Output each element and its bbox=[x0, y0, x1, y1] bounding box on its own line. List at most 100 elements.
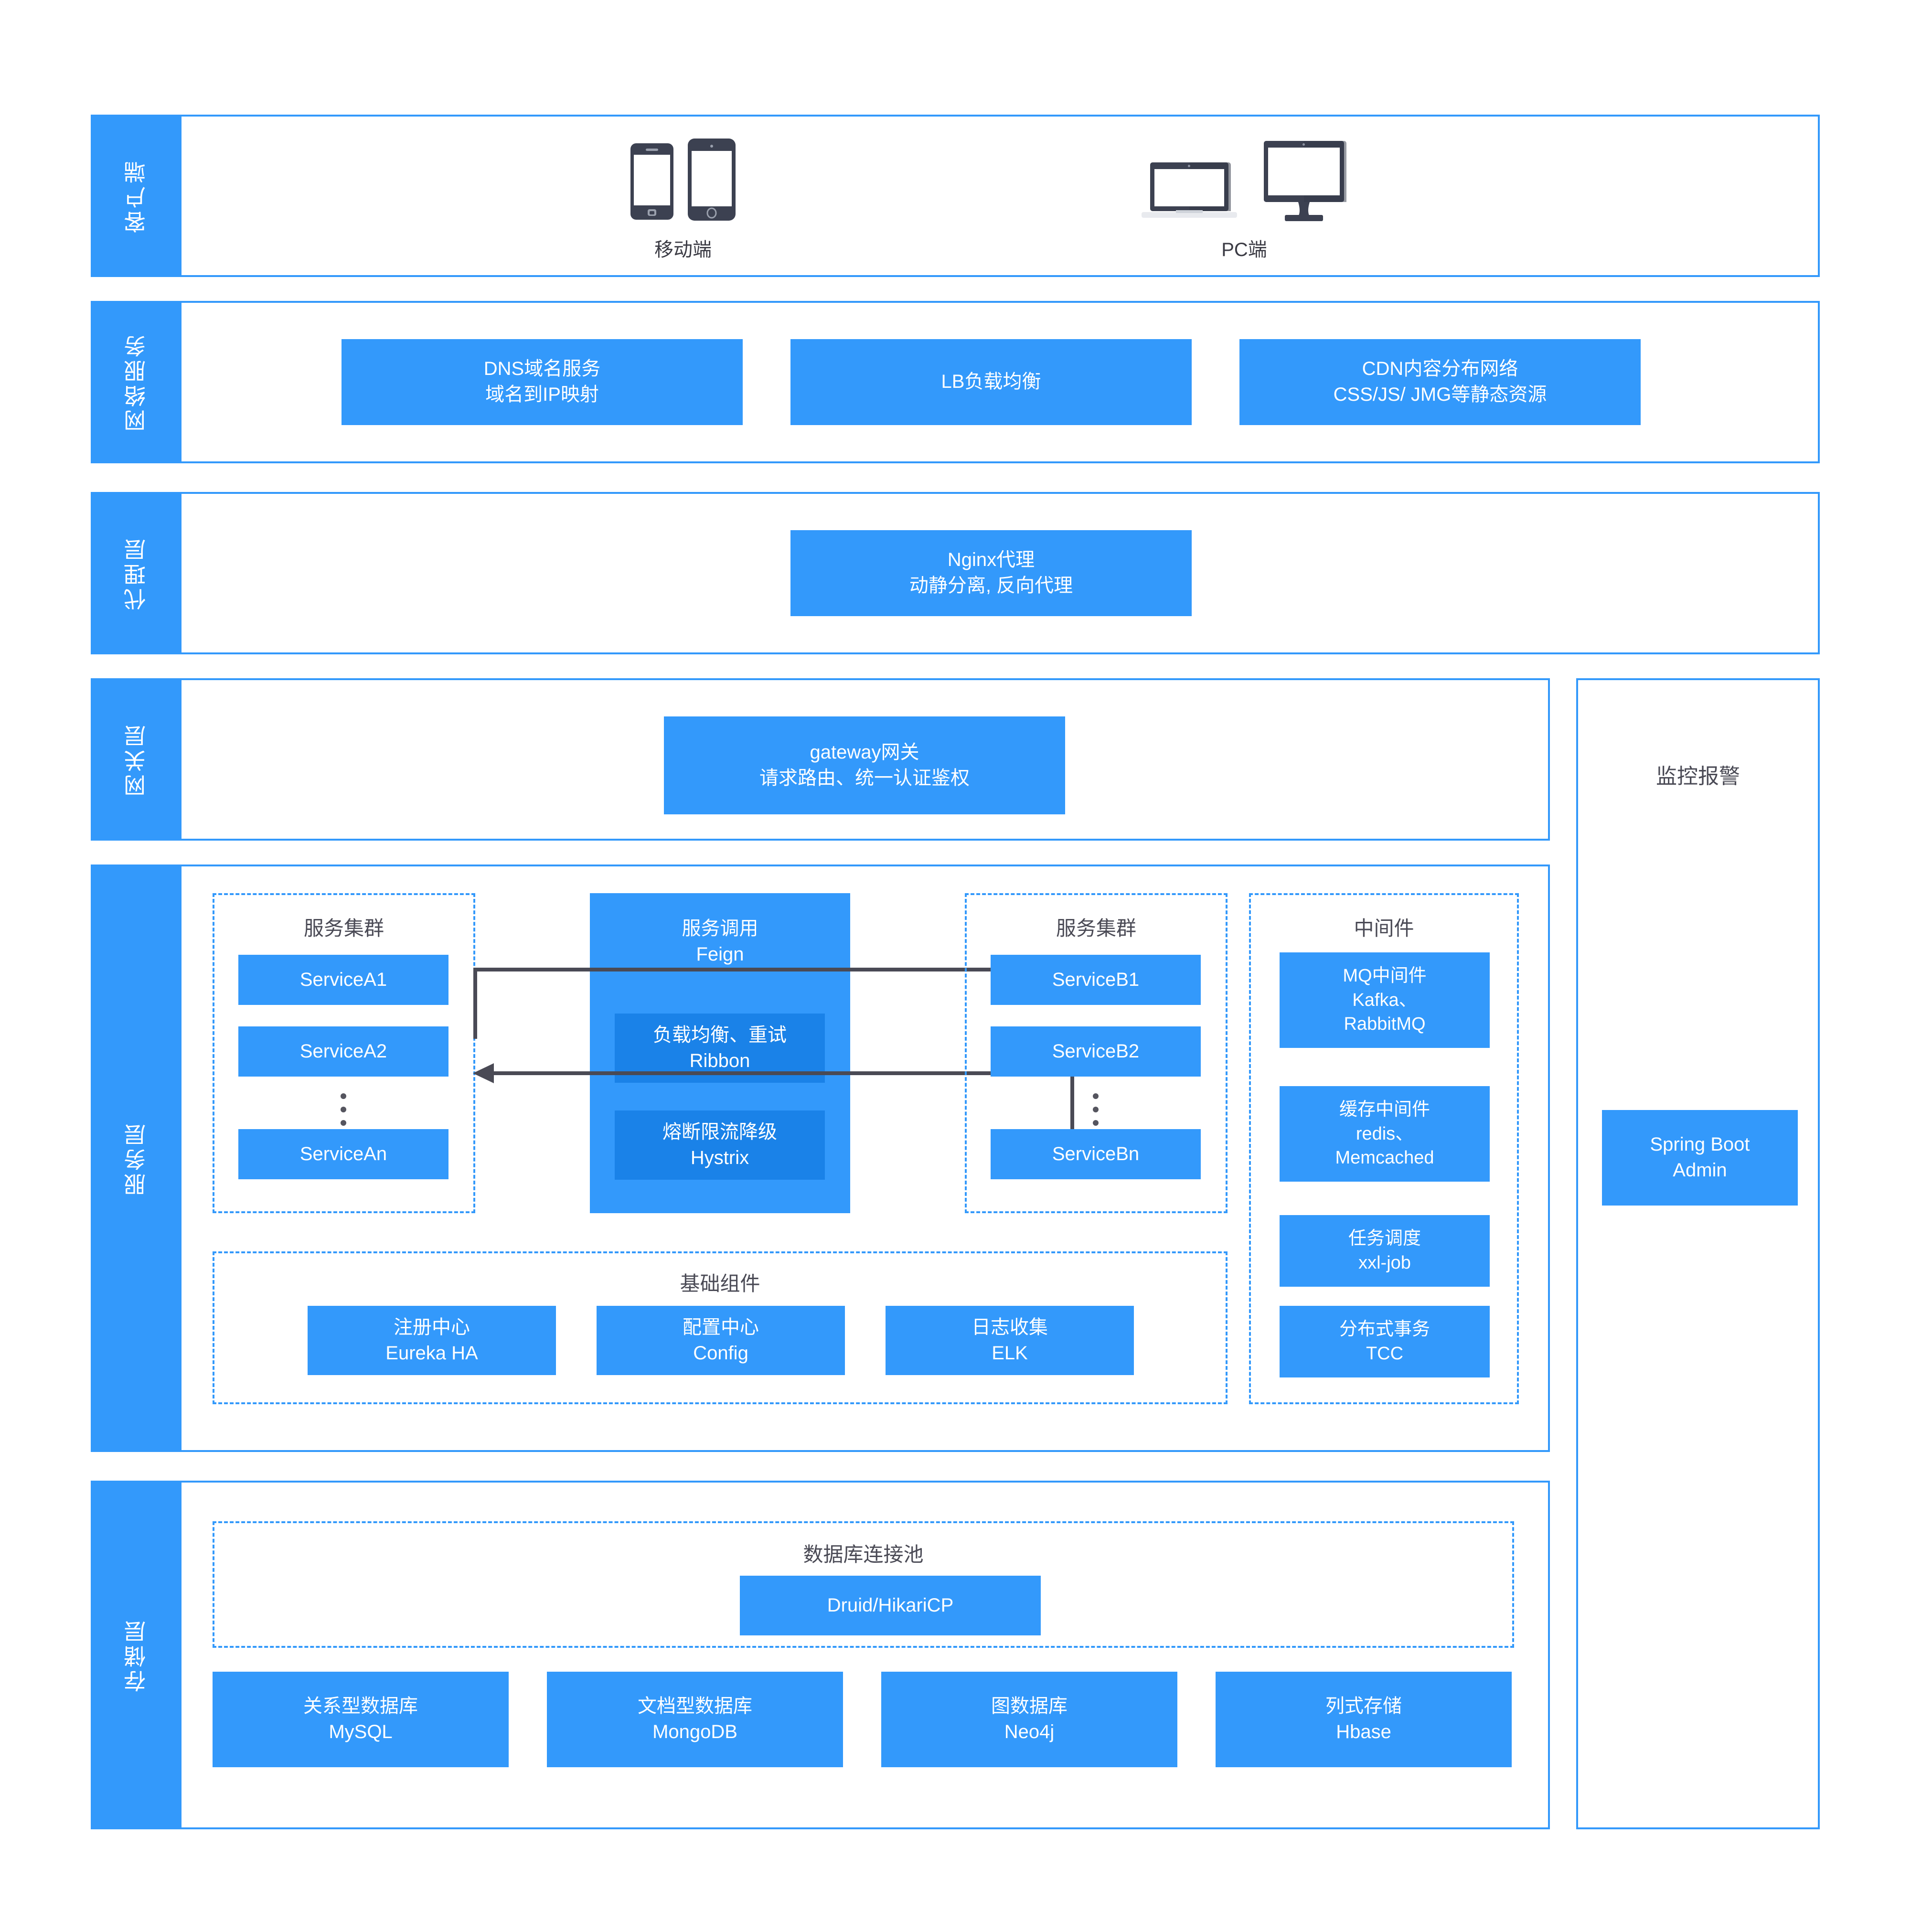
box-line: Memcached bbox=[1335, 1148, 1434, 1168]
device-label-pc: PC端 bbox=[1221, 239, 1267, 260]
layer-body-storage bbox=[181, 1481, 1550, 1829]
service-node-b2[interactable]: ServiceB2 bbox=[991, 1026, 1201, 1077]
box-line: CSS/JS/ JMG等静态资源 bbox=[1333, 384, 1547, 405]
layer-label-network: 网络服务 bbox=[91, 301, 181, 463]
service-call-hystrix[interactable]: 熔断限流降级 Hystrix bbox=[615, 1110, 825, 1180]
call-box-line: Feign bbox=[696, 943, 744, 965]
monitoring-panel: 监控报警 Spring Boot Admin bbox=[1576, 678, 1820, 1829]
box-line: redis、 bbox=[1356, 1123, 1414, 1144]
box-line: 请求路由、统一认证鉴权 bbox=[759, 767, 970, 789]
node-label: ServiceBn bbox=[1052, 1143, 1140, 1164]
laptop-icon bbox=[1142, 162, 1237, 221]
middleware-title: 中间件 bbox=[1354, 917, 1414, 939]
base-components-group: 基础组件 注册中心 Eureka HA 配置中心 Config 日志收集 ELK bbox=[213, 1251, 1228, 1404]
box-line: Hystrix bbox=[690, 1147, 749, 1168]
service-cluster-a: 服务集群 ServiceA1 ServiceA2 ServiceAn bbox=[213, 893, 475, 1213]
node-label: ServiceB2 bbox=[1052, 1040, 1140, 1062]
box-line: MySQL bbox=[329, 1721, 393, 1742]
layer-label-proxy: 代理层 bbox=[91, 492, 181, 654]
service-node-a2[interactable]: ServiceA2 bbox=[238, 1026, 448, 1077]
network-box-lb[interactable]: LB负载均衡 bbox=[790, 339, 1192, 425]
db-pool-box[interactable]: Druid/HikariCP bbox=[740, 1576, 1041, 1635]
base-component-registry[interactable]: 注册中心 Eureka HA bbox=[308, 1306, 556, 1375]
monitor-icon bbox=[1261, 141, 1347, 221]
box-line: 列式存储 bbox=[1325, 1696, 1402, 1717]
service-node-an[interactable]: ServiceAn bbox=[238, 1129, 448, 1179]
network-box-cdn[interactable]: CDN内容分布网络 CSS/JS/ JMG等静态资源 bbox=[1239, 339, 1641, 425]
layer-body-client bbox=[181, 115, 1820, 277]
service-node-bn[interactable]: ServiceBn bbox=[991, 1129, 1201, 1179]
service-node-b1[interactable]: ServiceB1 bbox=[991, 955, 1201, 1005]
middleware-box-mq[interactable]: MQ中间件 Kafka、 RabbitMQ bbox=[1280, 952, 1490, 1048]
monitoring-box-spring-boot-admin[interactable]: Spring Boot Admin bbox=[1602, 1110, 1798, 1206]
box-line: LB负载均衡 bbox=[941, 371, 1041, 393]
service-cluster-b: 服务集群 ServiceB1 ServiceB2 ServiceBn bbox=[965, 893, 1228, 1213]
tablet-icon bbox=[688, 139, 736, 221]
db-box-document[interactable]: 文档型数据库 MongoDB bbox=[547, 1672, 843, 1767]
box-line: 分布式事务 bbox=[1339, 1319, 1430, 1340]
box-line: 配置中心 bbox=[683, 1316, 759, 1338]
layer-proxy: 代理层 Nginx代理 动静分离, 反向代理 bbox=[91, 492, 1820, 654]
db-box-relational[interactable]: 关系型数据库 MySQL bbox=[213, 1672, 509, 1767]
box-line: Hbase bbox=[1336, 1721, 1391, 1742]
base-component-config[interactable]: 配置中心 Config bbox=[597, 1306, 845, 1375]
box-line: 文档型数据库 bbox=[638, 1696, 752, 1717]
call-box-line: 服务调用 bbox=[682, 918, 758, 939]
middleware-box-scheduler[interactable]: 任务调度 xxl-job bbox=[1280, 1215, 1490, 1287]
box-line: Spring Boot bbox=[1650, 1134, 1750, 1155]
node-label: ServiceA2 bbox=[299, 1040, 387, 1062]
box-line: MongoDB bbox=[652, 1721, 737, 1742]
service-node-a1[interactable]: ServiceA1 bbox=[238, 955, 448, 1005]
box-line: Ribbon bbox=[689, 1050, 750, 1071]
middleware-box-cache[interactable]: 缓存中间件 redis、 Memcached bbox=[1280, 1086, 1490, 1182]
phone-icon bbox=[630, 143, 673, 220]
layer-label-gateway: 网关层 bbox=[91, 678, 181, 841]
box-line: 负载均衡、重试 bbox=[653, 1024, 787, 1046]
middleware-box-transaction[interactable]: 分布式事务 TCC bbox=[1280, 1306, 1490, 1377]
node-label: ServiceAn bbox=[299, 1143, 387, 1164]
db-pool-title: 数据库连接池 bbox=[803, 1543, 924, 1566]
base-component-logging[interactable]: 日志收集 ELK bbox=[886, 1306, 1134, 1375]
ellipsis-icon bbox=[238, 1093, 448, 1126]
layer-label-client: 客户端 bbox=[91, 115, 181, 277]
box-line: Nginx代理 bbox=[947, 549, 1035, 571]
box-line: 域名到IP映射 bbox=[485, 384, 599, 405]
ellipsis-icon bbox=[991, 1093, 1201, 1126]
layer-label-service: 服务层 bbox=[91, 865, 181, 1452]
box-line: Config bbox=[693, 1342, 748, 1364]
cluster-b-title: 服务集群 bbox=[1056, 917, 1136, 939]
layer-storage: 存储层 数据库连接池 Druid/HikariCP 关系型数据库 MySQL 文… bbox=[91, 1481, 1550, 1829]
box-line: Kafka、 bbox=[1352, 990, 1417, 1010]
service-call-ribbon[interactable]: 负载均衡、重试 Ribbon bbox=[615, 1014, 825, 1083]
layer-client: 客户端 移动端 bbox=[91, 115, 1820, 277]
gateway-box[interactable]: gateway网关 请求路由、统一认证鉴权 bbox=[664, 716, 1065, 814]
box-line: Druid/HikariCP bbox=[827, 1594, 954, 1616]
layer-label-storage: 存储层 bbox=[91, 1481, 181, 1829]
layer-network: 网络服务 DNS域名服务 域名到IP映射 LB负载均衡 CDN内容分布网络 CS… bbox=[91, 301, 1820, 463]
device-label-mobile: 移动端 bbox=[654, 239, 712, 260]
db-box-graph[interactable]: 图数据库 Neo4j bbox=[881, 1672, 1177, 1767]
middleware-group: 中间件 MQ中间件 Kafka、 RabbitMQ 缓存中间件 redis、 M… bbox=[1249, 893, 1519, 1404]
db-box-columnar[interactable]: 列式存储 Hbase bbox=[1216, 1672, 1512, 1767]
box-line: 任务调度 bbox=[1348, 1228, 1421, 1249]
box-line: gateway网关 bbox=[810, 741, 919, 763]
box-line: MQ中间件 bbox=[1343, 965, 1427, 986]
layer-gateway: 网关层 gateway网关 请求路由、统一认证鉴权 bbox=[91, 678, 1550, 841]
monitoring-title: 监控报警 bbox=[1656, 765, 1740, 788]
node-label: ServiceA1 bbox=[299, 969, 387, 990]
node-label: ServiceB1 bbox=[1052, 969, 1140, 990]
proxy-box-nginx[interactable]: Nginx代理 动静分离, 反向代理 bbox=[790, 530, 1192, 616]
network-box-dns[interactable]: DNS域名服务 域名到IP映射 bbox=[342, 339, 743, 425]
box-line: 图数据库 bbox=[991, 1696, 1068, 1717]
box-line: 缓存中间件 bbox=[1339, 1099, 1430, 1120]
cluster-a-title: 服务集群 bbox=[303, 917, 384, 939]
box-line: CDN内容分布网络 bbox=[1362, 358, 1518, 380]
box-line: TCC bbox=[1366, 1344, 1404, 1364]
layer-service: 服务层 服务集群 ServiceA1 ServiceA2 ServiceAn 服… bbox=[91, 865, 1550, 1452]
box-line: ELK bbox=[992, 1342, 1028, 1364]
service-call-box[interactable]: 服务调用 Feign 负载均衡、重试 Ribbon 熔断限流降级 Hystrix bbox=[590, 893, 850, 1213]
box-line: 动静分离, 反向代理 bbox=[909, 575, 1073, 596]
db-pool-group: 数据库连接池 Druid/HikariCP bbox=[213, 1521, 1514, 1648]
box-line: DNS域名服务 bbox=[483, 358, 601, 380]
